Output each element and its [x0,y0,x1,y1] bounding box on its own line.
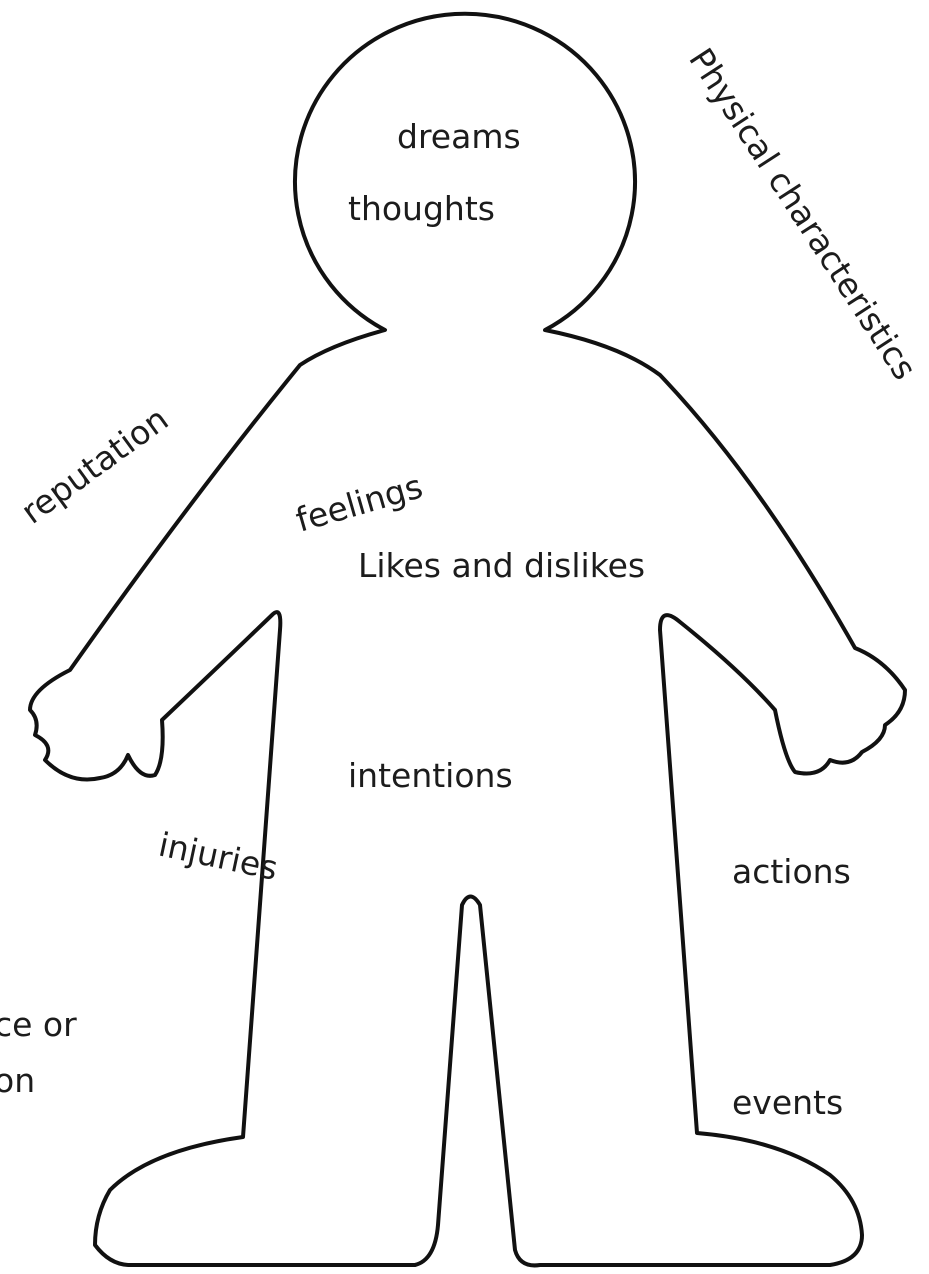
label-intentions: intentions [348,756,513,795]
label-actions: actions [732,852,851,891]
label-cut-off-line-2: on [0,1061,35,1100]
label-reputation: reputation [14,399,176,531]
label-thoughts: thoughts [348,189,495,228]
label-dreams: dreams [397,117,521,156]
label-injuries: injuries [155,825,281,888]
label-likes-and-dislikes: Likes and dislikes [358,546,645,585]
label-cut-off-line-1: ce or [0,1005,77,1044]
label-physical-characteristics: Physical characteristics [681,41,924,386]
label-events: events [732,1083,843,1122]
